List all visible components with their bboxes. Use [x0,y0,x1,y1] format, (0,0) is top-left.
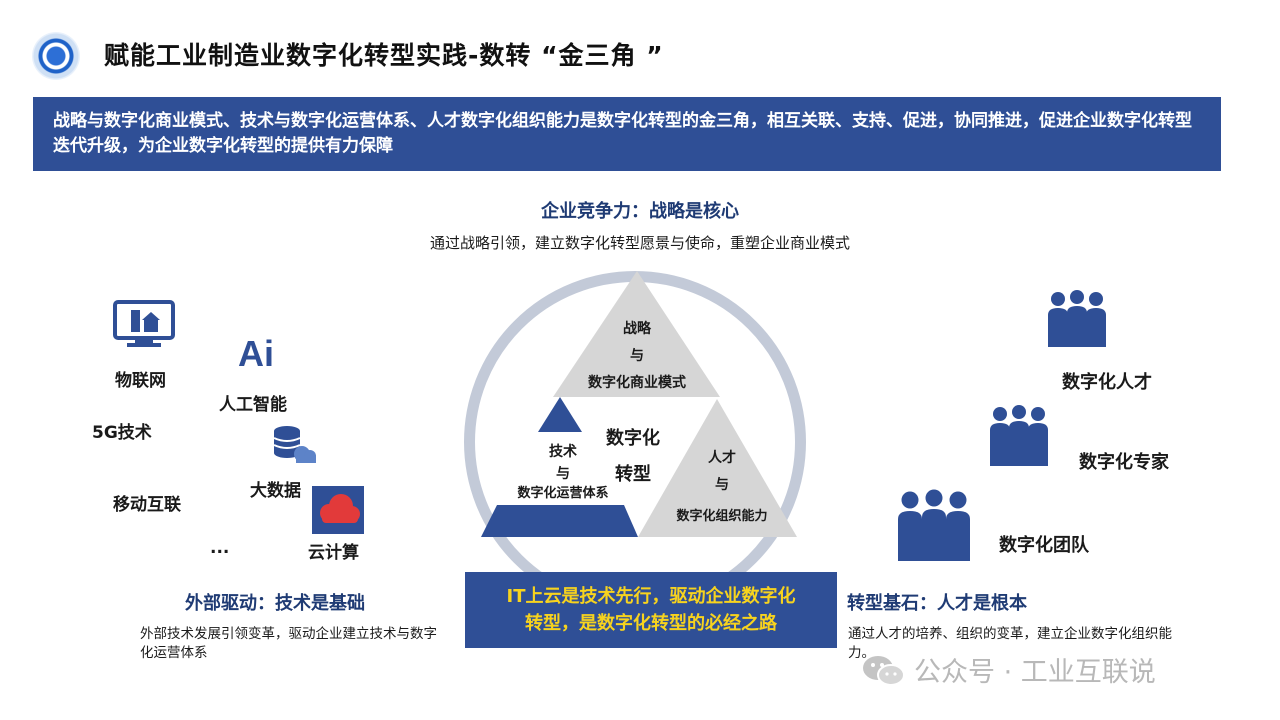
5g-label: 5G技术 [92,423,152,443]
ai-logo-icon: Ai [238,333,274,374]
talent-label-1: 人才 [708,450,736,466]
page-title: 赋能工业制造业数字化转型实践-数转 “金三角 ” [104,41,664,70]
center-label-1: 数字化 [606,428,660,449]
strategy-label-3: 数字化商业模式 [588,375,686,391]
team-people-icon [898,489,970,561]
wechat-icon [863,656,905,686]
cloud-highlight-line2: 转型，是数字化转型的必经之路 [525,613,777,634]
cloud-computing-icon [312,486,364,534]
expert-label: 数字化专家 [1079,452,1169,473]
strategy-label-2: 与 [630,348,644,364]
talent-label-2: 与 [715,477,729,493]
tech-description: 外部技术发展引领变革，驱动企业建立技术与数字化运营体系 [140,626,437,661]
strategy-heading: 企业竞争力：战略是核心 [541,201,739,222]
watermark-text: 公众号 · 工业互联说 [914,657,1156,688]
talent-heading: 转型基石：人才是根本 [847,593,1027,614]
talent-label-3: 数字化组织能力 [676,509,768,524]
bigdata-label: 大数据 [250,481,301,501]
tech-label-2: 与 [556,466,570,482]
cloud-label: 云计算 [308,543,359,563]
mobile-label: 移动互联 [113,495,181,515]
tech-heading: 外部驱动：技术是基础 [185,593,365,614]
talent-triangle [638,399,797,537]
ellipsis-label: ... [210,538,230,558]
cloud-highlight-line1: IT上云是技术先行，驱动企业数字化 [506,586,796,607]
talent-description: 通过人才的培养、组织的变革，建立企业数字化组织能力。 [848,626,1172,661]
strategy-label-1: 战略 [623,321,651,337]
iot-monitor-icon [113,300,175,347]
summary-banner: 战略与数字化商业模式、技术与数字化运营体系、人才数字化组织能力是数字化转型的金三… [33,97,1221,171]
cloud-highlight-box: IT上云是技术先行，驱动企业数字化 转型，是数字化转型的必经之路 [465,572,837,648]
center-label-2: 转型 [615,464,651,485]
expert-people-icon [990,405,1048,466]
talent-people-icon [1048,290,1106,347]
tech-label-1: 技术 [549,444,577,460]
iot-label: 物联网 [115,371,166,391]
logo-icon [32,32,80,80]
database-cloud-icon [273,426,316,463]
tech-label-3: 数字化运营体系 [517,486,609,501]
tech-triangle-top [538,397,582,432]
strategy-triangle [553,271,720,397]
talent-label: 数字化人才 [1062,372,1152,393]
tech-triangle-base [481,505,638,537]
strategy-description: 通过战略引领，建立数字化转型愿景与使命，重塑企业商业模式 [429,234,850,252]
ai-label: 人工智能 [219,395,287,415]
team-label: 数字化团队 [999,535,1089,556]
